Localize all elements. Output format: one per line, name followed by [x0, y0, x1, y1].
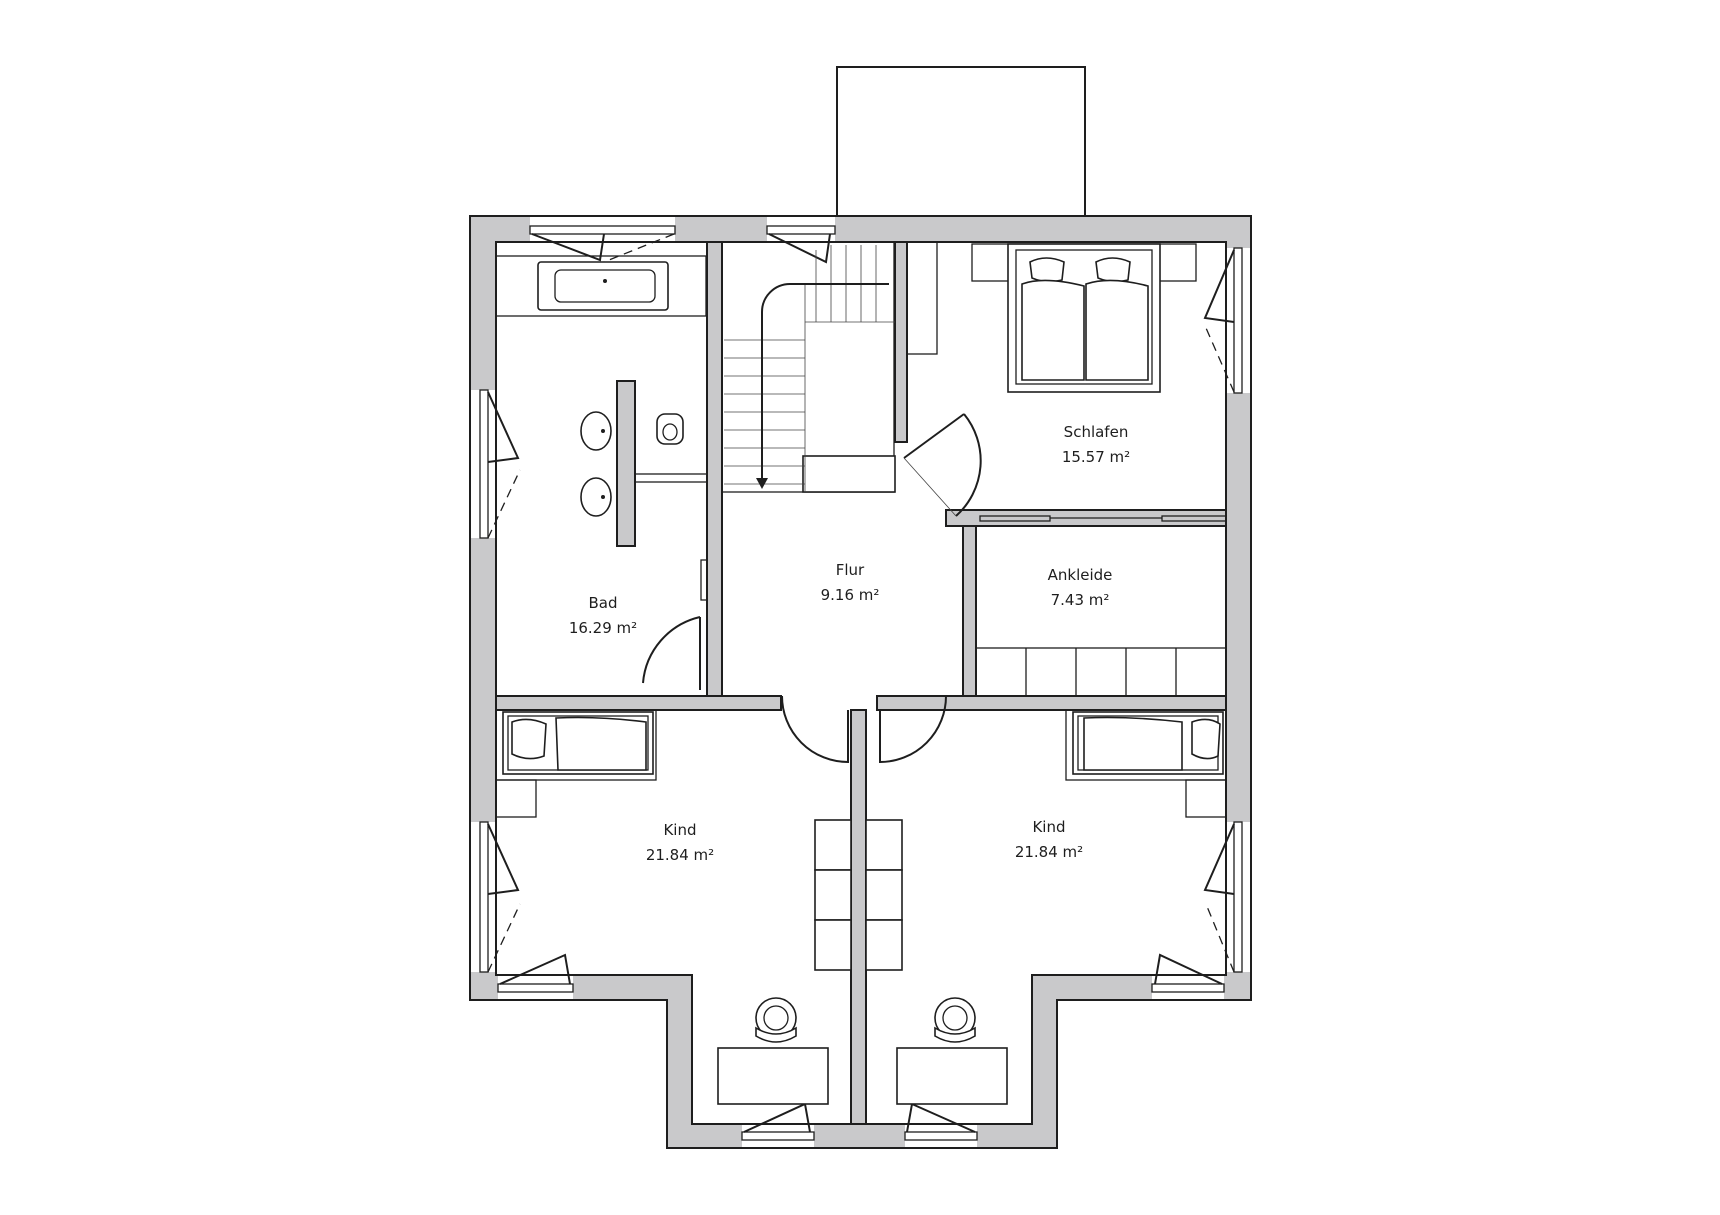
room-label-flur: Flur 9.16 m²	[821, 561, 880, 604]
bathtub	[495, 255, 707, 317]
room-name: Kind	[663, 821, 696, 839]
room-label-kind-right: Kind 21.84 m²	[1015, 818, 1083, 861]
room-area: 15.57 m²	[1062, 448, 1130, 466]
kids-room-left-furniture	[495, 709, 852, 1105]
room-name: Flur	[836, 561, 865, 579]
room-area: 7.43 m²	[1051, 591, 1110, 609]
room-area: 21.84 m²	[646, 846, 714, 864]
room-area: 21.84 m²	[1015, 843, 1083, 861]
room-area: 9.16 m²	[821, 586, 880, 604]
room-name: Schlafen	[1064, 423, 1129, 441]
room-name: Bad	[588, 594, 617, 612]
dressing-room	[975, 515, 1227, 697]
room-name: Kind	[1032, 818, 1065, 836]
kids-doors	[781, 695, 947, 764]
room-name: Ankleide	[1048, 566, 1113, 584]
room-area: 16.29 m²	[569, 619, 637, 637]
staircase	[721, 241, 896, 493]
windows	[479, 225, 1243, 1141]
room-label-ankleide: Ankleide 7.43 m²	[1048, 566, 1113, 609]
bedroom-furniture	[903, 241, 1197, 517]
room-label-schlafen: Schlafen 15.57 m²	[1062, 423, 1130, 466]
balcony-outline	[836, 66, 1086, 217]
room-label-kind-left: Kind 21.84 m²	[646, 821, 714, 864]
bathroom-fixtures	[580, 411, 708, 690]
room-label-bad: Bad 16.29 m²	[569, 594, 637, 637]
outer-walls	[469, 215, 1252, 1149]
kids-room-right-furniture	[865, 709, 1227, 1105]
